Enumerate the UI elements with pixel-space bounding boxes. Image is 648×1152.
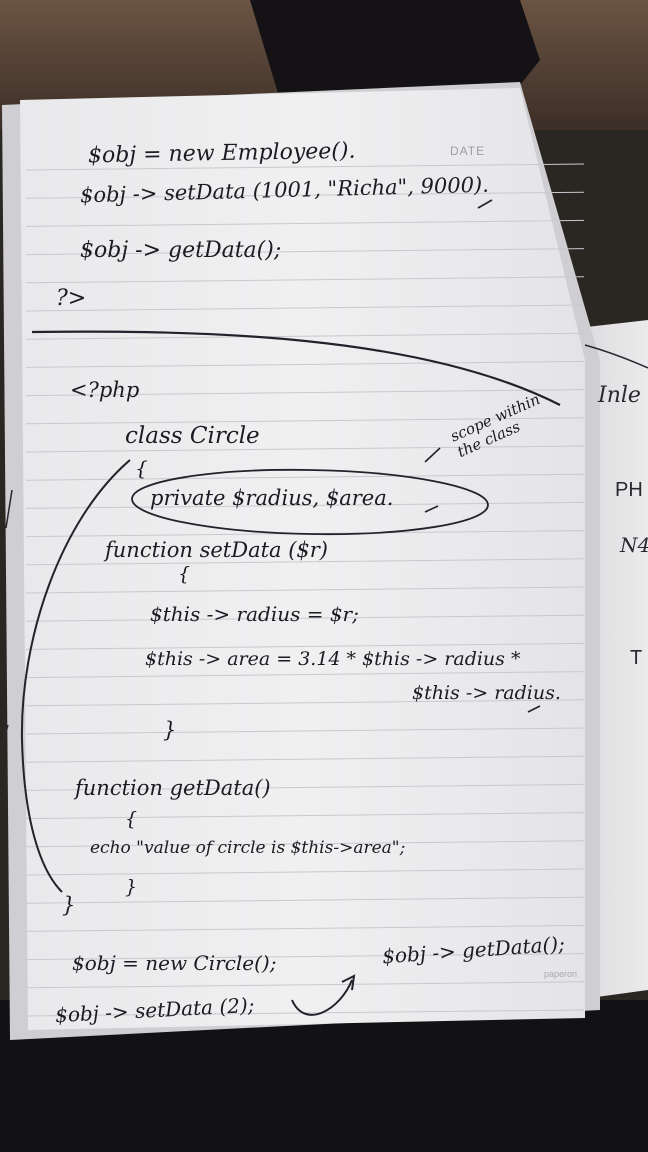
rule-line xyxy=(25,981,585,989)
note-line-12: $this -> area = 3.14 * $this -> radius * xyxy=(145,648,521,670)
rule-line xyxy=(25,924,585,932)
note-line-3: $obj -> getData(); xyxy=(80,238,282,263)
rule-line xyxy=(25,699,585,707)
note-line-18: } xyxy=(125,876,138,898)
rule-line xyxy=(25,755,585,763)
rule-line xyxy=(25,248,585,256)
code-brace xyxy=(20,459,131,893)
note-line-17: echo "value of circle is $this->area"; xyxy=(90,838,406,858)
rule-line xyxy=(25,304,585,312)
margin-mark-2 xyxy=(1,724,9,746)
rule-line xyxy=(25,671,585,679)
rule-line xyxy=(25,473,585,481)
note-line-5: <?php xyxy=(70,378,140,402)
arrow-head xyxy=(341,974,356,991)
right-page-text-4: T xyxy=(630,647,643,669)
note-line-8: private $radius, $area. xyxy=(150,486,394,510)
rule-line xyxy=(25,614,585,622)
note-line-1: $obj = new Employee(). xyxy=(87,138,356,169)
rule-line xyxy=(25,558,585,566)
rule-line xyxy=(25,642,585,650)
right-page-text-1: Inle xyxy=(598,383,641,408)
rule-line xyxy=(25,417,585,425)
divider-line xyxy=(31,330,561,406)
note-line-11: $this -> radius = $r; xyxy=(150,602,359,626)
ruled-lines xyxy=(25,163,585,1017)
right-page-text-2: PH xyxy=(615,479,643,501)
right-page-stroke xyxy=(584,344,648,369)
note-line-9: function setData ($r) xyxy=(105,538,329,562)
rule-line xyxy=(25,812,585,820)
rule-line xyxy=(25,727,585,735)
rule-line xyxy=(25,191,585,199)
note-line-20: $obj = new Circle(); xyxy=(72,951,277,975)
note-line-7: { xyxy=(135,456,148,480)
notebook-page xyxy=(20,88,585,1030)
note-line-19: } xyxy=(62,893,76,917)
rule-line xyxy=(25,840,585,848)
rule-line xyxy=(25,501,585,509)
date-label: DATE xyxy=(450,144,486,158)
rule-line xyxy=(25,953,585,961)
rule-line xyxy=(25,586,585,594)
rule-line xyxy=(25,276,585,284)
note-line-6: class Circle xyxy=(125,423,260,449)
rule-line xyxy=(25,360,585,368)
rule-line xyxy=(25,896,585,904)
rule-line xyxy=(25,163,585,171)
rule-line xyxy=(25,219,585,227)
note-line-15: function getData() xyxy=(75,776,271,800)
highlight-oval xyxy=(131,468,489,536)
rule-line xyxy=(25,332,585,340)
dark-cloth xyxy=(250,0,540,110)
note-line-10: { xyxy=(178,563,191,585)
note-line-13: $this -> radius. xyxy=(412,682,561,704)
annotation-connector xyxy=(424,447,441,463)
rule-line xyxy=(25,389,585,397)
rule-line xyxy=(25,783,585,791)
margin-mark-1 xyxy=(5,489,13,529)
ink-tick-1 xyxy=(477,199,493,209)
note-line-16: { xyxy=(125,808,138,830)
note-line-4: ?> xyxy=(56,286,87,311)
brand-label: paperon xyxy=(544,969,578,979)
right-page-text-3: N4 xyxy=(620,533,648,557)
ink-tick-3 xyxy=(527,705,541,713)
rule-line xyxy=(25,445,585,453)
ink-tick-2 xyxy=(424,505,439,513)
note-line-14: } xyxy=(163,718,177,742)
arrow-curve xyxy=(291,979,353,1016)
rule-line xyxy=(25,868,585,876)
